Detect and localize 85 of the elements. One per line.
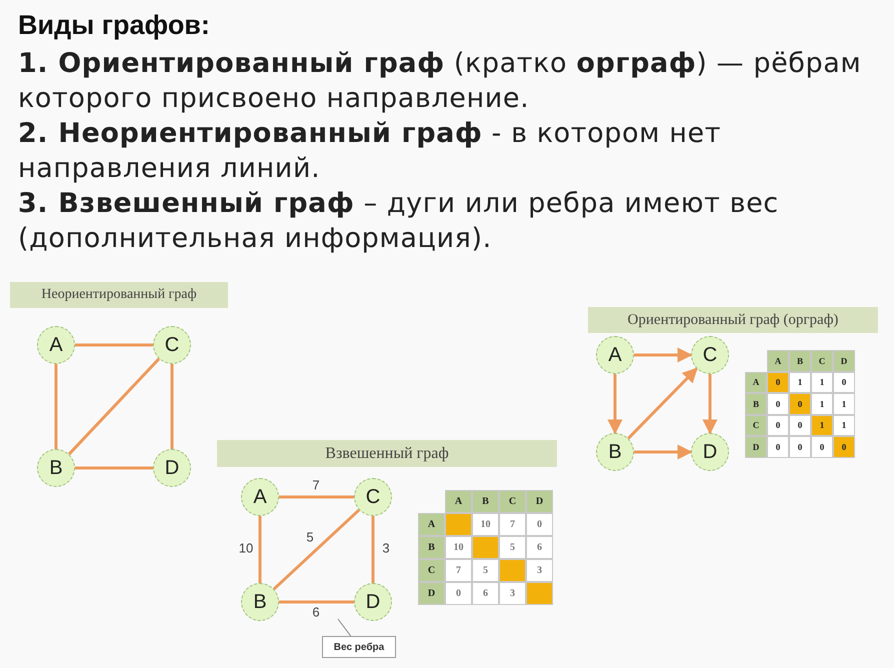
vertex-circle: D	[691, 433, 729, 471]
vertex-circle: B	[596, 433, 634, 471]
edge-label: 3	[380, 540, 392, 556]
matrix-cell: 1	[811, 414, 833, 436]
edge-line	[258, 516, 262, 583]
title: Виды графов:	[18, 10, 210, 41]
matrix-cell: 0	[811, 436, 833, 458]
vertex-circle: C	[153, 326, 191, 364]
matrix-header: B	[745, 393, 767, 414]
matrix-cell: 1	[811, 372, 833, 393]
matrix-cell: 10	[445, 536, 472, 559]
vertex-circle: D	[153, 449, 191, 487]
matrix-cell: 0	[767, 414, 789, 436]
edge-label: 6	[310, 604, 322, 620]
matrix-cell: 5	[472, 559, 499, 582]
matrix-cell: 7	[499, 513, 526, 536]
matrix-header: D	[745, 436, 767, 458]
graph-title-band: Ориентированный граф (орграф)	[588, 307, 878, 333]
edge-line	[170, 364, 174, 449]
vertex-circle: D	[354, 583, 392, 621]
edge-line	[372, 516, 374, 583]
edge-line	[75, 344, 153, 346]
matrix-header: B	[472, 490, 499, 513]
arrow	[608, 374, 622, 434]
matrix-header: C	[418, 559, 445, 582]
matrix-header: A	[745, 372, 767, 393]
matrix-cell: 0	[789, 393, 811, 414]
matrix-cell: 0	[789, 414, 811, 436]
matrix-header: B	[789, 350, 811, 372]
edge-label: 5	[304, 530, 316, 544]
matrix-cell: 6	[472, 582, 499, 605]
arrow	[702, 374, 718, 434]
vertex-circle: B	[241, 583, 279, 621]
vertex-circle: C	[354, 478, 392, 516]
arrow	[634, 348, 692, 362]
matrix-cell: 5	[499, 536, 526, 559]
matrix-cell: 1	[833, 414, 855, 436]
matrix-header: C	[499, 490, 526, 513]
vertex-circle: B	[37, 449, 75, 487]
matrix-cell: 0	[445, 582, 472, 605]
definition: 2. Неориентированный граф - в котором нет направления линий.	[18, 117, 722, 186]
matrix-cell: 1	[833, 393, 855, 414]
leader-line	[338, 618, 352, 636]
matrix-cell: 0	[767, 372, 789, 393]
edge-line	[279, 496, 354, 498]
edge-line	[75, 466, 153, 470]
matrix-cell: 3	[526, 559, 553, 582]
edge-label: 10	[236, 540, 256, 556]
edge-line	[279, 600, 354, 604]
matrix-cell: 1	[789, 372, 811, 393]
graph-title-band: Неориентированный граф	[10, 282, 228, 308]
vertex-circle: A	[241, 478, 279, 516]
edge-line	[68, 358, 160, 456]
matrix-cell: 1	[811, 393, 833, 414]
matrix-cell: 0	[767, 436, 789, 458]
definition: 1. Ориентированный граф (кратко орграф) — рёбрам которого присвоено направление.	[18, 47, 862, 116]
vertex-circle: C	[691, 336, 729, 374]
vertex-circle: A	[37, 326, 75, 364]
matrix-header: B	[418, 536, 445, 559]
matrix-header: D	[833, 350, 855, 372]
matrix-cell: 0	[526, 513, 553, 536]
matrix-header: A	[767, 350, 789, 372]
matrix-cell: 0	[833, 436, 855, 458]
edge-line	[272, 508, 360, 590]
matrix-cell: 0	[789, 436, 811, 458]
edge-label: 7	[310, 478, 322, 492]
graph-title-band: Взвешенный граф	[217, 440, 557, 467]
matrix-cell: 7	[445, 559, 472, 582]
matrix-header: A	[418, 513, 445, 536]
arrow	[627, 368, 698, 440]
arrow	[634, 444, 692, 460]
matrix-cell: 3	[499, 582, 526, 605]
matrix-cell: 6	[526, 536, 553, 559]
matrix-header: C	[811, 350, 833, 372]
matrix-header: D	[418, 582, 445, 605]
edge-line	[54, 364, 58, 449]
matrix-header: C	[745, 414, 767, 436]
definition: 3. Взвешенный граф – дуги или ребра имеют вес (дополнительная информация).	[18, 187, 780, 256]
callout-box: Вес ребра	[322, 636, 396, 658]
matrix-cell: 10	[472, 513, 499, 536]
matrix-header: D	[526, 490, 553, 513]
matrix-header: A	[445, 490, 472, 513]
matrix-cell: 0	[833, 372, 855, 393]
vertex-circle: A	[596, 336, 634, 374]
matrix-cell: 0	[767, 393, 789, 414]
